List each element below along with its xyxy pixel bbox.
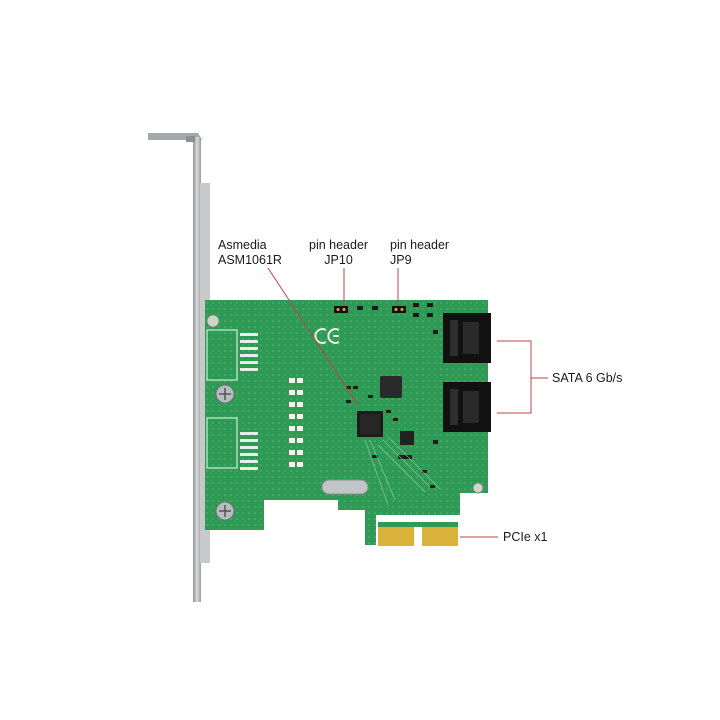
pin-header-jp9 [392,306,406,313]
asm1061r-chip [357,411,383,437]
label-asmedia-line2: ASM1061R [218,253,282,267]
esata-footprints [206,329,238,469]
leader-asmedia [267,267,359,406]
pin-header-jp10 [334,306,348,313]
sata-connector-2 [443,382,491,432]
crystal-oscillator [321,479,369,495]
mounting-bracket [148,133,210,602]
label-sata: SATA 6 Gb/s [552,371,623,385]
pcie-gold-fingers [378,522,458,546]
screws [206,314,484,521]
label-asmedia: Asmedia ASM1061R [218,238,282,268]
leader-sata-bracket [497,340,532,414]
label-jp10-line2: JP10 [324,253,353,267]
label-jp9-line1: pin header [390,238,450,252]
jumper-pad-grid [289,378,303,467]
leader-lines [267,267,548,538]
ce-mark [314,328,340,344]
label-jp9: pin header JP9 [390,238,449,268]
regulator-chip [400,431,414,445]
label-pcie: PCIe x1 [503,530,548,544]
label-jp10-line1: pin header [309,238,369,252]
sata-connector-1 [443,313,491,363]
label-asmedia-line1: Asmedia [218,238,267,252]
inductor [380,376,402,398]
label-jp10: pin header JP10 [309,238,368,268]
label-jp9-line2: JP9 [390,253,412,267]
